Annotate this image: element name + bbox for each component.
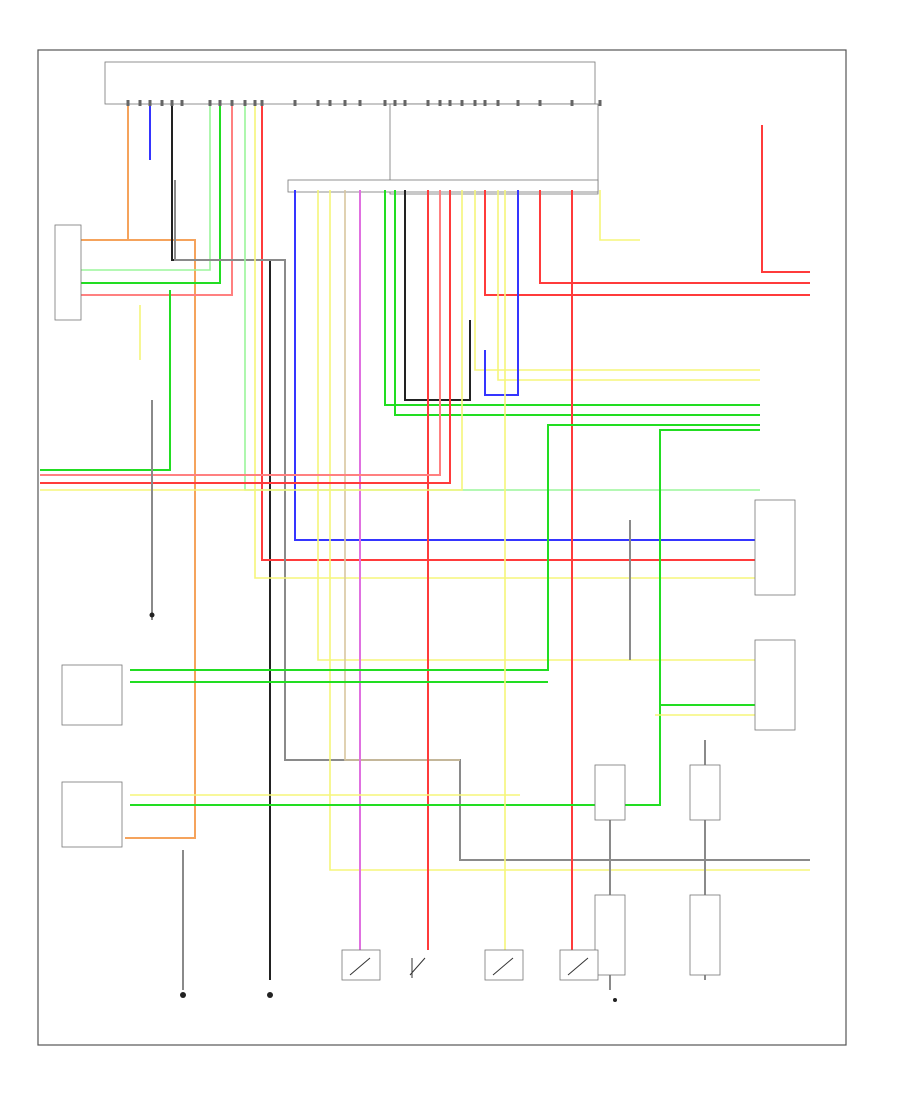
connector-pin — [448, 100, 452, 106]
connector-pin — [403, 100, 407, 106]
ground-left-icon — [180, 992, 186, 998]
wire-yellow — [497, 190, 760, 381]
connector-pin — [483, 100, 487, 106]
wire-red — [261, 105, 760, 561]
wire-group — [40, 100, 810, 990]
connector-pin — [328, 100, 332, 106]
connector-pin — [218, 100, 222, 106]
connector-pin — [460, 100, 464, 106]
connector-pin — [126, 100, 130, 106]
wire-green — [659, 429, 760, 705]
wire-green — [80, 105, 221, 284]
connector-pin — [538, 100, 542, 106]
connector-pin — [438, 100, 442, 106]
right-front-door-motor — [409, 957, 426, 978]
wire-blue — [484, 190, 519, 396]
connector-pin — [570, 100, 574, 106]
left-rear-door-motor — [484, 949, 524, 981]
connector-pin — [516, 100, 520, 106]
wire-orange — [100, 105, 129, 241]
wire-pink — [40, 190, 441, 476]
ground-small-icon — [613, 998, 617, 1002]
connector-pin — [426, 100, 430, 106]
wire-blue — [294, 190, 760, 541]
connector-pin — [180, 100, 184, 106]
wire-green — [384, 190, 760, 406]
wire-green — [394, 190, 760, 416]
wire-yellow — [329, 190, 810, 871]
connector-pin — [293, 100, 297, 106]
control-module — [104, 61, 599, 195]
left-front-door-motor — [341, 949, 381, 981]
wire-yellow — [317, 190, 760, 661]
connector-pin — [358, 100, 362, 106]
wire-yellow — [40, 190, 463, 491]
wire-black — [404, 190, 471, 401]
connector-pin — [316, 100, 320, 106]
wire-yellow — [254, 105, 760, 579]
wire-tan — [344, 190, 460, 761]
wire-green — [130, 704, 760, 806]
wire-red — [761, 125, 810, 273]
connector-pin — [148, 100, 152, 106]
connector-pin — [343, 100, 347, 106]
wire-orange — [80, 239, 196, 839]
wire-red — [40, 190, 451, 484]
connector-pin — [230, 100, 234, 106]
wire-green — [40, 290, 171, 471]
connector-pin — [473, 100, 477, 106]
wire-lightgreen — [80, 105, 211, 271]
connector-pin — [496, 100, 500, 106]
connector-pin — [383, 100, 387, 106]
ground-mid-icon — [149, 612, 155, 618]
connector-pin — [208, 100, 212, 106]
wire-yellow — [599, 190, 640, 241]
wire-yellow — [474, 190, 760, 371]
lower-right-modules — [594, 764, 721, 976]
connector-pin — [598, 100, 602, 106]
connector-pin — [260, 100, 264, 106]
right-switch-block — [754, 499, 796, 731]
diagram-frame — [37, 49, 847, 1046]
lumbar-switch — [61, 664, 123, 848]
connector-pin — [243, 100, 247, 106]
wire-red — [484, 190, 810, 296]
ground-right-icon — [267, 992, 273, 998]
connector-pin — [393, 100, 397, 106]
connector-pin — [160, 100, 164, 106]
wire-red — [539, 190, 810, 284]
wire-gray — [174, 180, 810, 861]
wire-pink — [80, 105, 233, 296]
right-rear-door-motor — [559, 949, 599, 981]
connector-pin — [170, 100, 174, 106]
wire-green — [130, 424, 760, 671]
left-connector-block — [54, 224, 82, 321]
connector-pin — [138, 100, 142, 106]
connector-pin — [253, 100, 257, 106]
